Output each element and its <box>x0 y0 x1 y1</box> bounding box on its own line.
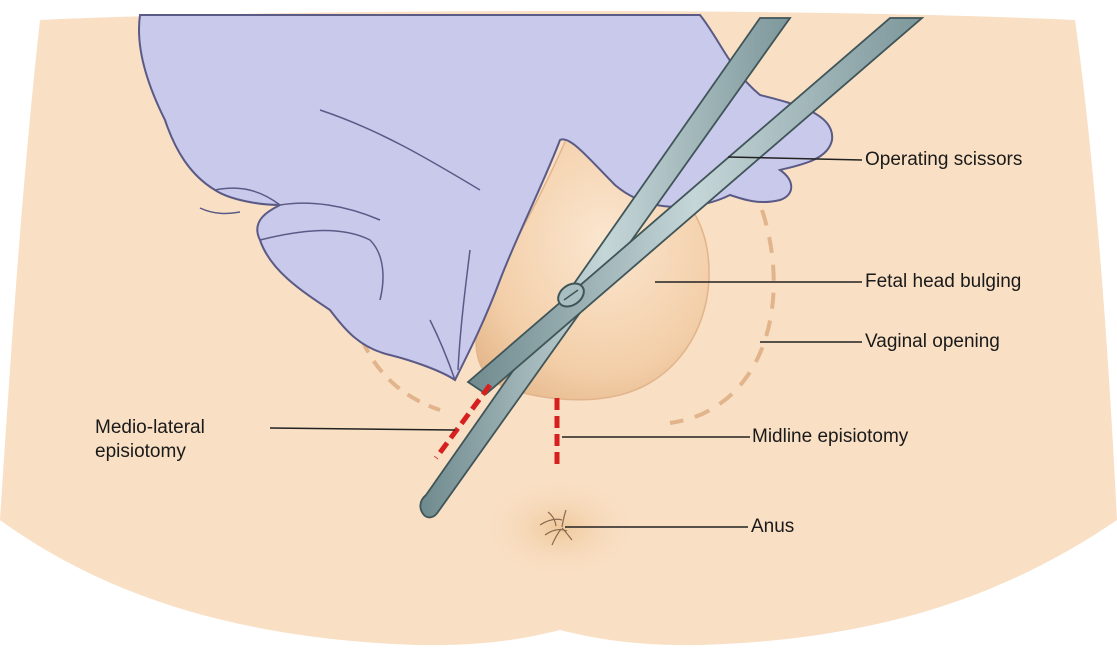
label-fetal-head-bulging: Fetal head bulging <box>865 270 1021 294</box>
label-operating-scissors: Operating scissors <box>865 148 1022 172</box>
anus-shading <box>480 476 640 580</box>
label-anus: Anus <box>751 515 794 539</box>
label-vaginal-opening: Vaginal opening <box>865 330 1000 354</box>
label-midline-episiotomy: Midline episiotomy <box>752 425 908 449</box>
label-mediolateral-episiotomy: Medio-lateral episiotomy <box>95 416 205 464</box>
